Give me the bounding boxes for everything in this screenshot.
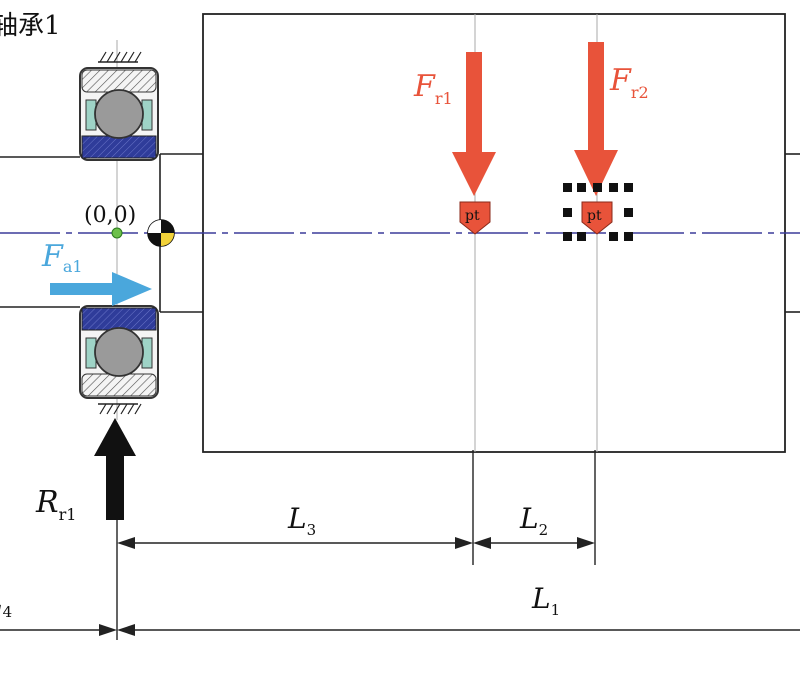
svg-text:pt: pt bbox=[587, 208, 602, 224]
svg-text:pt: pt bbox=[465, 208, 480, 224]
point-marker-1: pt bbox=[459, 201, 491, 235]
upper-bearing bbox=[79, 51, 159, 161]
bearing-title: 轴承1 bbox=[0, 11, 61, 41]
origin-label: (0,0) bbox=[84, 203, 136, 228]
lower-bearing bbox=[79, 305, 159, 415]
dimension-label-l2: L2 bbox=[519, 502, 548, 539]
force-label-fa1: Fa1 bbox=[41, 239, 83, 276]
dimension-line-l3 bbox=[117, 537, 473, 549]
dimension-label-l4: L4 bbox=[0, 584, 12, 621]
axial-force-arrow bbox=[50, 272, 152, 306]
dimension-line-l4 bbox=[0, 624, 117, 636]
reference-symbol-icon bbox=[147, 219, 175, 247]
radial-force-arrow-fr2 bbox=[574, 42, 618, 196]
dimension-label-l1: L1 bbox=[531, 582, 560, 619]
dimension-line-l2 bbox=[473, 537, 595, 549]
point-marker-2: pt bbox=[563, 183, 633, 241]
reaction-force-arrow bbox=[94, 418, 136, 520]
radial-force-arrow-fr1 bbox=[452, 52, 496, 196]
dimension-extension-lines bbox=[116, 450, 596, 640]
dimension-line-l1 bbox=[117, 624, 800, 636]
dimension-label-l3: L3 bbox=[287, 502, 316, 539]
force-label-fr1: Fr1 bbox=[413, 69, 453, 108]
force-label-rr1: Rr1 bbox=[35, 485, 76, 524]
origin-point bbox=[111, 227, 123, 239]
force-label-fr2: Fr2 bbox=[609, 63, 649, 102]
